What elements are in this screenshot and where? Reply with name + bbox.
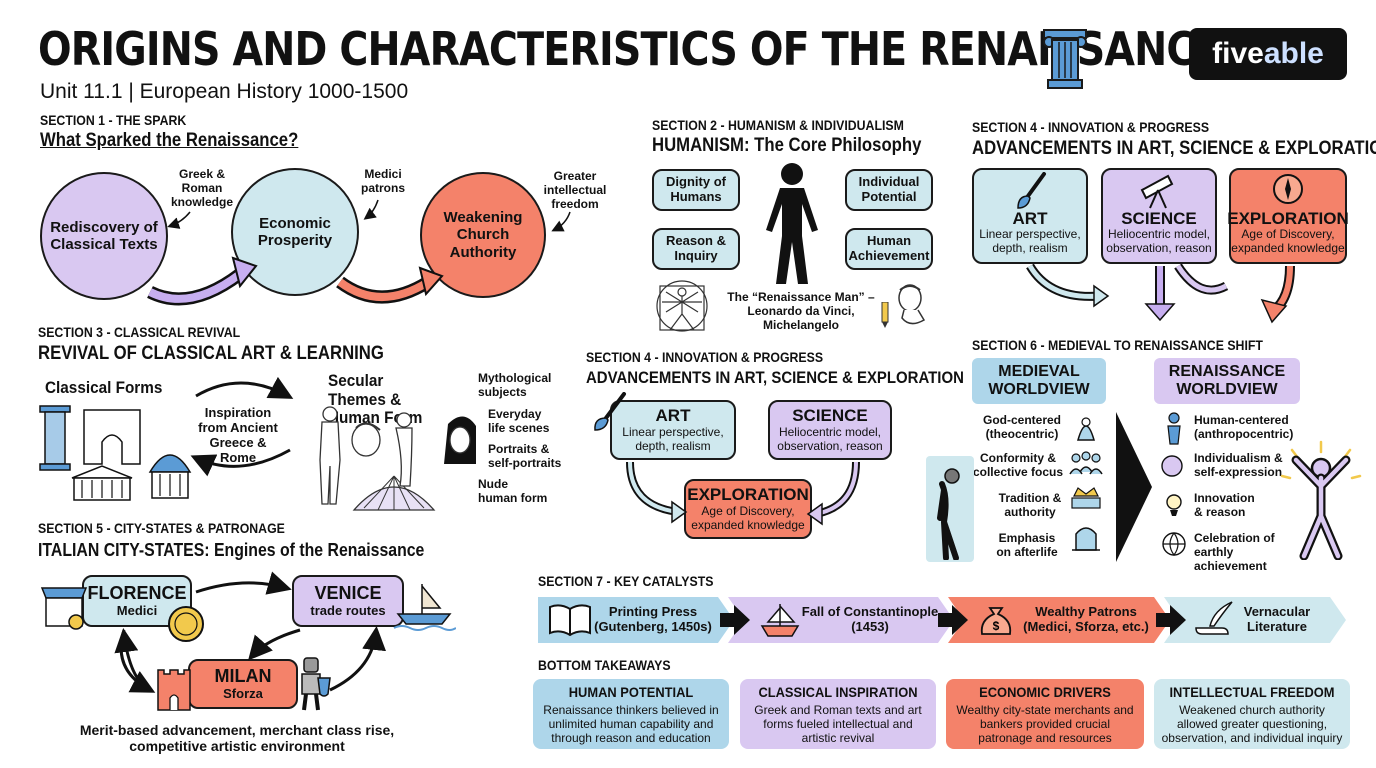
telescope-icon	[1140, 174, 1174, 209]
takeaways-label: BOTTOM TAKEAWAYS	[538, 657, 671, 673]
node-church-authority: Weakening Church Authority	[420, 172, 546, 298]
bowed-figure-icon	[937, 468, 960, 560]
castle-icon	[157, 669, 191, 711]
renaissance-item: Human-centered (anthropocentric)	[1194, 413, 1294, 441]
shift-arrow-icon	[1116, 412, 1152, 562]
vitruvian-man-icon	[656, 280, 708, 332]
medieval-item: Tradition & authority	[998, 491, 1062, 519]
section1-heading: What Sparked the Renaissance?	[40, 130, 299, 151]
box-science-top: SCIENCE Heliocentric model, observation,…	[1101, 168, 1217, 264]
catalyst-fall-of-constantinople: Fall of Constantinople (1453)	[801, 604, 939, 634]
section4a-heading: ADVANCEMENTS IN ART, SCIENCE & EXPLORATI…	[586, 368, 964, 387]
note-greek-roman: Greek & Roman knowledge	[170, 167, 233, 209]
classical-forms-label: Classical Forms	[45, 378, 163, 397]
medieval-item: Emphasis on afterlife	[996, 531, 1058, 559]
gold-coin-icon	[168, 606, 204, 642]
section2-heading: HUMANISM: The Core Philosophy	[652, 135, 922, 156]
theme-item: Nude human form	[478, 477, 548, 505]
compass-icon	[1273, 174, 1303, 204]
section7-label: SECTION 7 - KEY CATALYSTS	[538, 573, 714, 589]
medieval-item: God-centered (theocentric)	[982, 413, 1061, 441]
city-states-caption: Merit-based advancement, merchant class …	[79, 722, 395, 755]
note-medici: Medici patrons	[360, 167, 405, 195]
human-figure-icon	[766, 163, 818, 284]
takeaway-card: ECONOMIC DRIVERS Wealthy city-state merc…	[946, 679, 1144, 749]
box-achievement: Human Achievement	[845, 228, 933, 270]
theme-item: Mythological subjects	[478, 371, 552, 399]
inspiration-label: Inspiration from Ancient Greece & Rome	[198, 405, 278, 465]
money-bag-icon: $	[980, 607, 1012, 635]
section4b-heading: ADVANCEMENTS IN ART, SCIENCE & EXPLORATI…	[972, 138, 1376, 159]
renaissance-icons	[1161, 412, 1186, 557]
renaissance-worldview-header: RENAISSANCE WORLDVIEW	[1154, 358, 1300, 404]
florence-box: FLORENCE Medici	[82, 575, 192, 627]
celebrating-figure-icon	[1280, 440, 1362, 560]
catalyst-printing-press: Printing Press (Gutenberg, 1450s)	[594, 604, 712, 634]
theme-item: Portraits & self-portraits	[488, 442, 562, 470]
pencil-icon	[881, 302, 889, 328]
catalyst-vernacular-literature: Vernacular Literature	[1243, 604, 1311, 634]
box-art-mid: ART Linear perspective, depth, realism	[610, 400, 736, 460]
medieval-icons	[1069, 417, 1103, 551]
takeaway-card: CLASSICAL INSPIRATION Greek and Roman te…	[740, 679, 936, 749]
takeaway-card: HUMAN POTENTIAL Renaissance thinkers bel…	[533, 679, 729, 749]
venice-box: VENICE trade routes	[292, 575, 404, 627]
paintbrush-icon	[594, 392, 626, 431]
node-economic-prosperity: Economic Prosperity	[231, 168, 359, 296]
section1-label: SECTION 1 - THE SPARK	[40, 112, 187, 128]
page-title: ORIGINS AND CHARACTERISTICS OF THE RENAI…	[38, 22, 1222, 76]
classical-buildings-icon	[39, 405, 192, 501]
box-dignity: Dignity of Humans	[652, 169, 740, 211]
renaissance-item: Individualism & self-expression	[1194, 451, 1283, 479]
renaissance-item: Innovation & reason	[1194, 491, 1255, 519]
book-icon	[549, 604, 591, 637]
classical-art-figures-icon	[319, 406, 476, 511]
renaissance-item: Celebration of earthly achievement	[1194, 531, 1275, 573]
market-stall-icon	[40, 587, 88, 630]
medieval-worldview-header: MEDIEVAL WORLDVIEW	[972, 358, 1106, 404]
renaissance-man-caption: The “Renaissance Man” – Leonardo da Vinc…	[727, 290, 875, 332]
takeaway-card: INTELLECTUAL FREEDOM Weakened church aut…	[1154, 679, 1350, 749]
milan-box: MILAN Sforza	[188, 659, 298, 709]
note-freedom: Greater intellectual freedom	[543, 169, 607, 211]
section6-label: SECTION 6 - MEDIEVAL TO RENAISSANCE SHIF…	[972, 337, 1263, 353]
box-science-mid: SCIENCE Heliocentric model, observation,…	[768, 400, 892, 460]
paintbrush-icon	[1017, 172, 1046, 209]
david-bust-icon	[898, 284, 926, 325]
gondola-ship-icon	[393, 584, 456, 631]
section3-label: SECTION 3 - CLASSICAL REVIVAL	[38, 324, 241, 340]
section5-heading: ITALIAN CITY-STATES: Engines of the Rena…	[38, 540, 425, 560]
svg-text:$: $	[993, 619, 1000, 633]
section3-heading: REVIVAL OF CLASSICAL ART & LEARNING	[38, 343, 384, 364]
catalyst-wealthy-patrons: Wealthy Patrons (Medici, Sforza, etc.)	[1023, 604, 1149, 634]
box-potential: Individual Potential	[845, 169, 933, 211]
knight-icon	[301, 657, 331, 711]
section4b-label: SECTION 4 - INNOVATION & PROGRESS	[972, 119, 1210, 135]
section5-label: SECTION 5 - CITY-STATES & PATRONAGE	[38, 520, 285, 536]
box-reason: Reason & Inquiry	[652, 228, 740, 270]
column-icon	[1043, 29, 1087, 89]
medieval-item: Conformity & collective focus	[972, 451, 1064, 479]
box-art-top: ART Linear perspective, depth, realism	[972, 168, 1088, 264]
quill-scroll-icon	[1195, 601, 1233, 635]
theme-item: Everyday life scenes	[488, 407, 550, 435]
section4a-label: SECTION 4 - INNOVATION & PROGRESS	[586, 349, 824, 365]
ship-icon	[760, 604, 800, 637]
section2-label: SECTION 2 - HUMANISM & INDIVIDUALISM	[652, 117, 904, 133]
node-rediscovery: Rediscovery of Classical Texts	[40, 172, 168, 300]
box-exploration-mid: EXPLORATION Age of Discovery, expanded k…	[684, 479, 812, 539]
page-subtitle: Unit 11.1 | European History 1000-1500	[40, 80, 409, 103]
